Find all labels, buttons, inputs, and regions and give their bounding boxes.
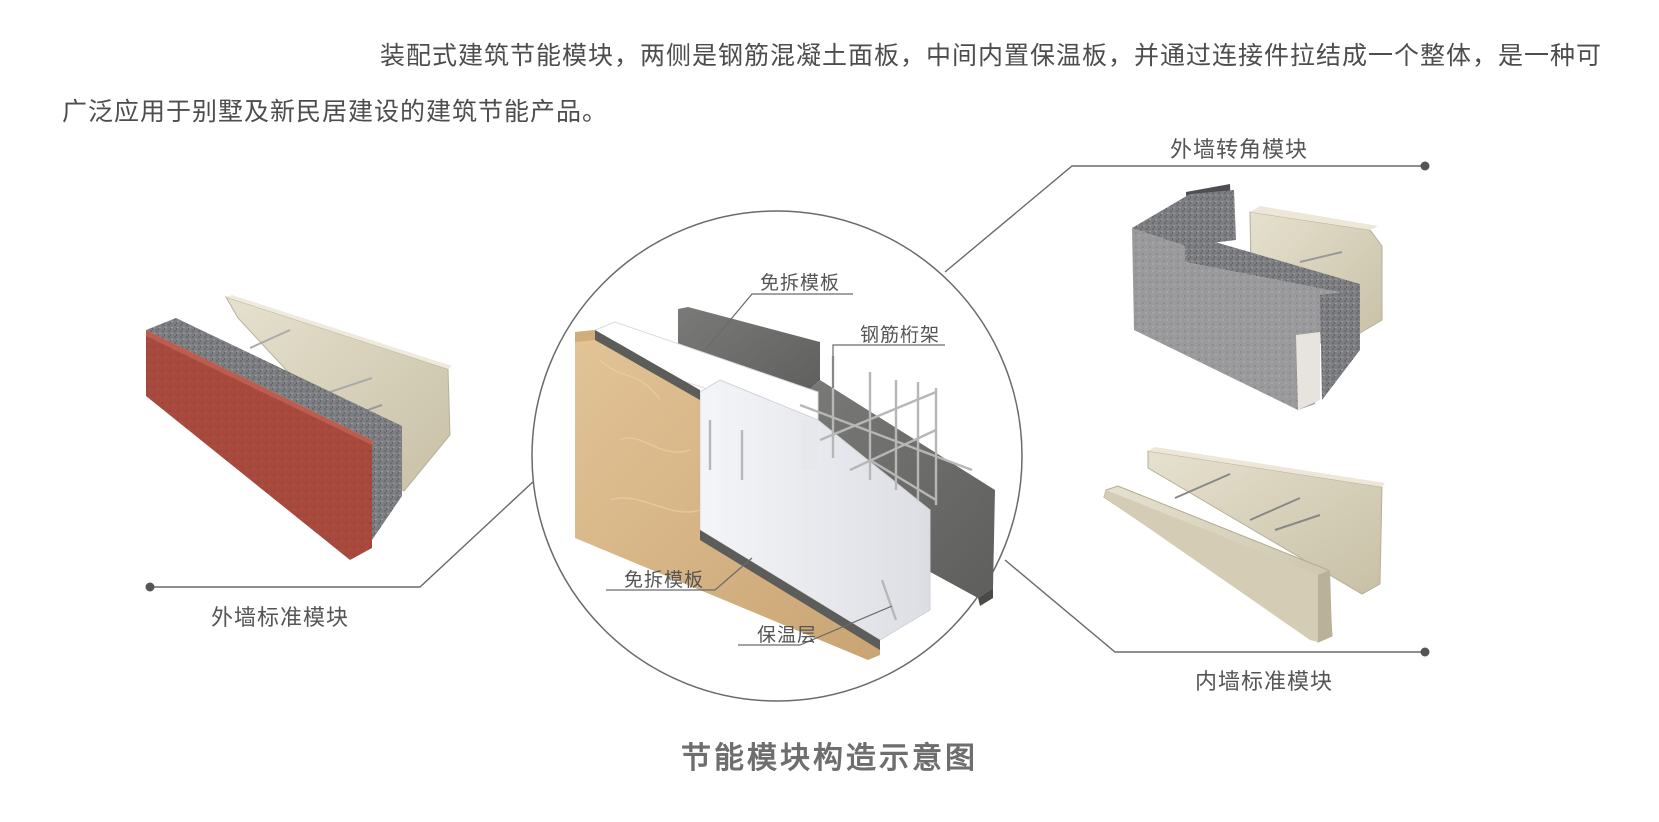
connector-lines [145, 161, 1430, 657]
callout-formwork-bottom: 免拆模板 [624, 569, 705, 591]
exterior-standard-module-illustration [146, 295, 452, 560]
label-interior-standard: 内墙标准模块 [1195, 670, 1334, 695]
connector-exterior-corner [944, 165, 1425, 273]
steel-truss-bars [708, 356, 973, 621]
exterior-corner-module-illustration [1132, 184, 1383, 410]
label-exterior-corner: 外墙转角模块 [1170, 138, 1309, 163]
center-section-illustration [531, 210, 1023, 702]
leader-insulation [738, 605, 893, 646]
label-exterior-standard: 外墙标准模块 [211, 606, 350, 631]
callout-leaders [606, 293, 945, 646]
leader-formwork-bottom [606, 557, 753, 591]
callout-formwork-top: 免拆模板 [760, 272, 841, 294]
connector-interior-standard [1004, 559, 1425, 653]
figure-caption: 节能模块构造示意图 [681, 741, 978, 776]
intro-paragraph: 装配式建筑节能模块，两侧是钢筋混凝土面板，中间内置保温板，并通过连接件拉结成一个… [62, 41, 1603, 126]
interior-standard-module-illustration [1103, 447, 1385, 643]
leader-steel-truss [832, 344, 945, 388]
connector-dot-bottom-right [1420, 647, 1430, 657]
connector-dot-top-right [1420, 161, 1430, 171]
connector-exterior-standard [150, 479, 536, 588]
callout-insulation: 保温层 [757, 624, 818, 646]
callout-steel-truss: 钢筋桁架 [860, 324, 941, 346]
connector-dot-left [145, 582, 155, 592]
leader-formwork-top [705, 293, 853, 350]
